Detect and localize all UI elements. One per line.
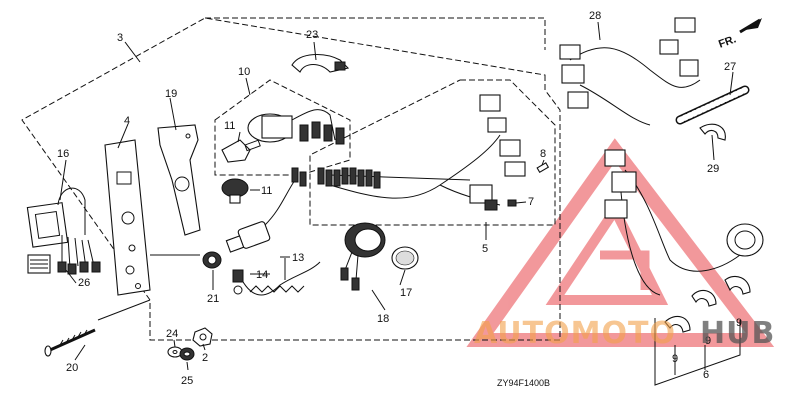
label-25: 25: [181, 375, 193, 387]
leader-3: [124, 41, 141, 63]
part-17-cover: [391, 246, 419, 270]
label-6: 6: [703, 369, 709, 381]
part-11-key: [221, 139, 261, 163]
part-11-key-alt: [221, 178, 249, 204]
part-25-washer: [179, 347, 195, 361]
front-arrow-icon: [739, 18, 762, 34]
label-16: 16: [57, 148, 69, 160]
part-13-switch-cable: [225, 167, 321, 296]
label-28: 28: [589, 10, 601, 22]
label-11-upper: 11: [224, 120, 235, 132]
leader-lines: [59, 21, 734, 371]
label-21: 21: [207, 293, 219, 305]
front-arrow-label: FR.: [717, 33, 738, 50]
part-6-harness: [604, 149, 764, 296]
label-27: 27: [724, 61, 736, 73]
drawing-code: ZY94F1400B: [497, 378, 550, 388]
label-8: 8: [540, 148, 546, 160]
part-9-clip-b: [691, 289, 717, 307]
label-7: 7: [528, 196, 534, 208]
label-20: 20: [66, 362, 78, 374]
label-5: 5: [482, 243, 488, 255]
part-9-clip-a: [664, 315, 691, 333]
part-5-harness: [317, 94, 526, 211]
watermark-text-hub: HUB: [700, 316, 775, 351]
part-23-clip: [291, 54, 350, 73]
label-23: 23: [306, 29, 318, 41]
part-26-plate: [27, 254, 51, 274]
group-6-bracket: [654, 318, 741, 386]
part-29-clip: [699, 123, 726, 141]
part-28-harness: [559, 17, 701, 126]
group-3-outline: [21, 17, 561, 341]
part-9-clip-c: [724, 275, 751, 295]
part-7-terminal: [507, 199, 517, 207]
part-4-plate: [104, 139, 151, 296]
part-27-tube: [675, 85, 750, 125]
part-2-nut: [192, 327, 213, 347]
label-24: 24: [166, 328, 178, 340]
label-4: 4: [124, 115, 130, 127]
group-5-outline: [309, 79, 556, 226]
label-2: 2: [202, 352, 208, 364]
label-9-middle: 9: [705, 335, 711, 347]
label-17: 17: [400, 287, 412, 299]
watermark-text-auto: AUTOMOTO: [474, 316, 676, 351]
part-21-grommet: [202, 251, 222, 269]
label-9-left: 9: [672, 353, 678, 365]
part-19-bracket: [157, 124, 201, 236]
part-10-ignition-switch: [214, 79, 351, 176]
label-29: 29: [707, 163, 719, 175]
label-13: 13: [292, 252, 304, 264]
watermark-triangle-icon: [466, 138, 775, 347]
label-3: 3: [117, 32, 123, 44]
part-18-buzzer: [340, 222, 386, 291]
label-14: 14: [256, 269, 268, 281]
label-11-lower: 11: [261, 185, 272, 197]
label-18: 18: [377, 313, 389, 325]
part-16-switch: [26, 187, 101, 275]
part-8-pin: [536, 162, 550, 173]
label-19: 19: [165, 88, 177, 100]
label-10: 10: [238, 66, 250, 78]
part-20-screw: [44, 328, 96, 357]
label-26: 26: [78, 277, 90, 289]
label-9-right: 9: [736, 317, 742, 329]
